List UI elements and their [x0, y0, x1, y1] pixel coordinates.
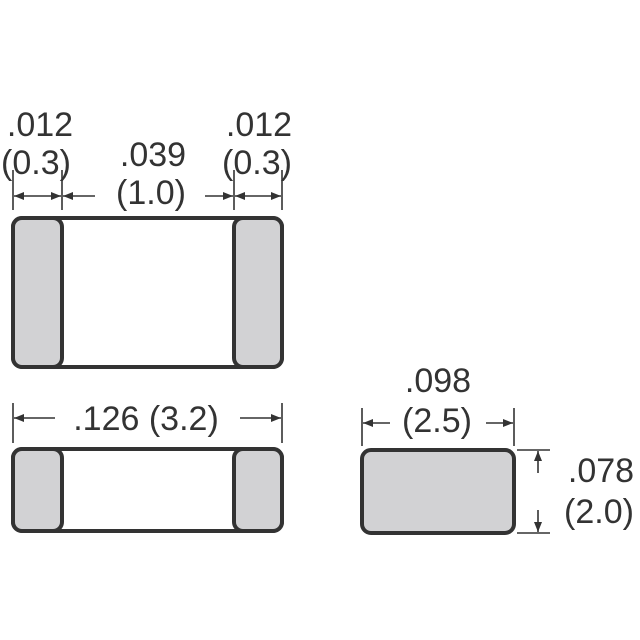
width-inch-label: .098: [405, 362, 471, 400]
side-view: .126 (3.2): [11, 400, 284, 533]
left-terminal-inch-label: .012: [7, 106, 73, 144]
right-terminal-mm-label: (0.3): [222, 144, 292, 182]
left-terminal-mm-label: (0.3): [1, 144, 71, 182]
height-mm-label: (2.0): [564, 493, 634, 531]
right-terminal-inch-label: .012: [226, 106, 292, 144]
left-terminal: [11, 216, 64, 369]
body-gap-mm-label: (1.0): [116, 174, 186, 212]
extension-lines: [12, 170, 283, 210]
body-gap-inch-label: .039: [120, 136, 186, 174]
left-terminal: [11, 447, 64, 533]
end-view: .098 (2.5) .078 (2.0): [360, 362, 634, 535]
right-terminal: [232, 447, 284, 533]
width-mm-label: (2.5): [402, 402, 472, 440]
end-face: [360, 448, 516, 535]
top-view: .012 (0.3) .039 (1.0) .012 (0.3): [1, 106, 292, 369]
height-inch-label: .078: [568, 452, 634, 490]
right-terminal: [232, 216, 284, 369]
length-label: .126 (3.2): [73, 400, 219, 438]
